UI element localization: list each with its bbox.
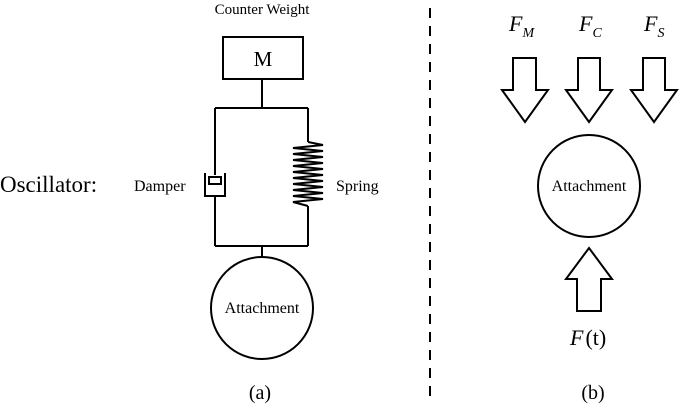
force-c-base: F <box>578 11 593 36</box>
applied-force-arrow <box>564 246 614 312</box>
force-m-base: F <box>508 11 523 36</box>
spring <box>292 108 324 246</box>
force-c-arrow <box>564 57 614 124</box>
force-c-label: FC <box>578 11 602 41</box>
force-s-arrow <box>629 57 679 124</box>
panel-a: Counter Weight M Oscillator: Damper Spri… <box>0 2 379 404</box>
caption-b: (b) <box>581 382 604 404</box>
force-m-subscript: M <box>521 26 535 41</box>
force-m-arrow <box>500 57 550 124</box>
attachment-circle-b <box>537 134 641 238</box>
attachment-label-a: Attachment <box>225 300 300 317</box>
force-s-subscript: S <box>657 26 664 41</box>
caption-a: (a) <box>249 382 271 404</box>
force-c-subscript: C <box>592 26 602 41</box>
oscillator-label: Oscillator: <box>0 172 97 197</box>
force-m-label: FM <box>508 11 535 41</box>
applied-force-label: F(t) <box>569 325 606 350</box>
mass-label: M <box>254 47 273 71</box>
force-s-label: FS <box>643 11 664 41</box>
force-s-base: F <box>643 11 658 36</box>
counter-weight-label: Counter Weight <box>215 2 311 18</box>
applied-force-argument: (t) <box>585 325 606 350</box>
damper-label: Damper <box>134 178 186 195</box>
panel-b: FM FC FS Attachment F(t) (b) <box>500 11 679 404</box>
damper <box>204 108 226 246</box>
attachment-circle-a <box>210 256 314 360</box>
attachment-label-b: Attachment <box>552 178 627 195</box>
applied-force-base: F <box>569 325 584 350</box>
spring-label: Spring <box>336 178 379 195</box>
